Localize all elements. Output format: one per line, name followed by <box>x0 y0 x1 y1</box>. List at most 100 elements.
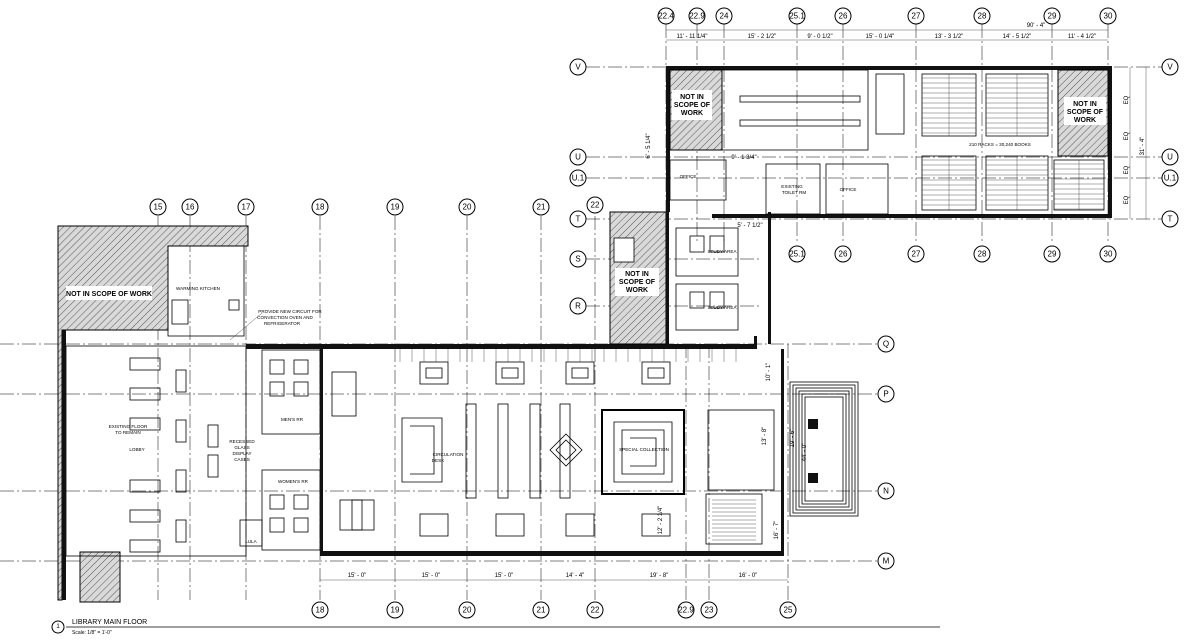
shelf-2 <box>529 403 541 499</box>
grid-bubble-upper-26: 26 <box>834 7 852 25</box>
recessed-glass-1: RECESSED <box>229 439 255 444</box>
carrel-north-0 <box>419 361 449 385</box>
grid-bubble-top-16: 16 <box>181 198 199 216</box>
dim-upper-overall: 90' - 4" <box>1027 23 1046 29</box>
fixture-6 <box>293 494 309 510</box>
svg-text:N: N <box>883 487 889 496</box>
svg-text:25.1: 25.1 <box>789 250 805 259</box>
grid-bubble-bottom-18: 18 <box>311 601 329 619</box>
svg-text:20: 20 <box>463 203 472 212</box>
grid-bubble-upper-30: 30 <box>1099 7 1117 25</box>
dim-misc-0: 9' - 1 3/4" <box>731 155 756 161</box>
book-racks <box>921 73 1105 211</box>
svg-text:29: 29 <box>1048 12 1057 21</box>
study-carrels-north <box>399 349 737 385</box>
dim-misc-1: 5' - 7 1/2" <box>737 223 762 229</box>
office-1-label: OFFICE <box>680 174 697 179</box>
table-south-1 <box>351 499 375 531</box>
dim-lower-1: 15' - 0" <box>422 573 441 579</box>
lobby-label: LOBBY <box>129 447 144 452</box>
bench-0 <box>129 357 161 371</box>
lula-label: LULA <box>245 539 257 544</box>
svg-text:25.1: 25.1 <box>789 12 805 21</box>
grid-bubble-top-17: 17 <box>237 198 255 216</box>
grid-bubble-bottom-25: 25 <box>779 601 797 619</box>
svg-text:24: 24 <box>720 12 729 21</box>
study-area-2-label: STUDY AREA <box>707 305 737 310</box>
svg-text:28: 28 <box>978 250 987 259</box>
office-2-label: OFFICE <box>840 187 857 192</box>
drawing-title: 1 LIBRARY MAIN FLOOR Scale: 1/8" = 1'-0" <box>51 619 940 636</box>
grid-bubble-bottom-22: 22 <box>586 601 604 619</box>
svg-text:U: U <box>575 153 581 162</box>
grid-bubble-row-P: P <box>877 385 895 403</box>
mid-nis-label-1: NOT IN <box>625 271 649 278</box>
grid-bubble-row-right-V: V <box>1161 58 1179 76</box>
grid-bubble-upper-28: 28 <box>973 7 991 25</box>
grid-bubble-top-18: 18 <box>311 198 329 216</box>
svg-text:M: M <box>883 557 890 566</box>
main-hall-east-wall <box>781 349 784 556</box>
fixture-3 <box>293 381 309 397</box>
svg-text:19: 19 <box>391 606 400 615</box>
lobby-benches <box>129 357 187 553</box>
mid-nis-label-3: WORK <box>626 287 648 294</box>
racks-label: 210 RACKS = 30,240 BOOKS <box>969 142 1031 147</box>
fixture-1 <box>269 381 285 397</box>
study-table-3 <box>709 291 725 309</box>
upper-right-nis-2: SCOPE OF <box>1067 109 1104 116</box>
recessed-glass-3: DISPLAY <box>232 451 251 456</box>
mid-nis-label-bg <box>615 268 659 296</box>
carrel-south-1 <box>495 513 525 537</box>
svg-text:U.1: U.1 <box>572 174 585 183</box>
existing-floor-note-1: EXISTING FLOOR <box>109 424 148 429</box>
shelf-3 <box>559 403 571 499</box>
dim-lower-5: 16' - 0" <box>739 573 758 579</box>
dim-misc-6: 12' - 2 1/4" <box>658 506 664 535</box>
svg-text:Q: Q <box>883 340 889 349</box>
svg-text:25: 25 <box>784 606 793 615</box>
special-collection-shelves <box>613 421 673 483</box>
fixture-4 <box>269 494 285 510</box>
upper-wing-south-wall <box>712 214 1112 218</box>
study-carrels-south <box>339 499 671 537</box>
grid-bubble-upper-bottom-28: 28 <box>973 245 991 263</box>
upper-right-nis-1: NOT IN <box>1073 101 1097 108</box>
lobby-west-wall <box>62 330 66 600</box>
column-1 <box>808 419 818 429</box>
grid-bubble-row-right-T: T <box>1161 210 1179 228</box>
bench-4 <box>129 509 161 523</box>
main-hall-south-wall <box>320 551 784 556</box>
svg-text:22.4: 22.4 <box>658 12 674 21</box>
grid-bubble-row-N: N <box>877 482 895 500</box>
svg-text:22: 22 <box>591 606 600 615</box>
dim-upper-5: 14' - 5 1/2" <box>1003 34 1032 40</box>
warming-kitchen-outline <box>167 245 245 337</box>
study-area-1-label: STUDY AREA <box>707 249 737 254</box>
left-lower-hatch <box>79 551 121 603</box>
svg-text:30: 30 <box>1104 12 1113 21</box>
upper-wing-west-wall <box>666 66 670 212</box>
step-2 <box>795 387 853 511</box>
step-4 <box>801 393 847 505</box>
shelf-1 <box>497 403 509 499</box>
svg-text:26: 26 <box>839 250 848 259</box>
dim-upper-6: 11' - 4 1/2" <box>1068 34 1096 40</box>
title-scale: Scale: 1/8" = 1'-0" <box>72 630 112 636</box>
upper-wing-north-wall <box>666 66 1112 70</box>
upper-left-nis-bg <box>672 90 712 120</box>
title-number: 1 <box>56 624 60 630</box>
grid-bubble-row-right-U: U <box>1161 148 1179 166</box>
svg-text:21: 21 <box>537 203 546 212</box>
grid-bubble-top-19: 19 <box>386 198 404 216</box>
restroom-fixtures <box>269 359 309 533</box>
dim-lower-2: 15' - 0" <box>495 573 514 579</box>
svg-text:18: 18 <box>316 203 325 212</box>
upper-shelves <box>739 73 905 135</box>
grid-bubble-row-left-U.1: U.1 <box>569 169 587 187</box>
grid-bubble-bottom-22.9: 22.9 <box>677 601 695 619</box>
grid-bubble-top-22: 22 <box>586 196 604 214</box>
study-table-0 <box>689 235 705 253</box>
svg-text:T: T <box>576 215 581 224</box>
